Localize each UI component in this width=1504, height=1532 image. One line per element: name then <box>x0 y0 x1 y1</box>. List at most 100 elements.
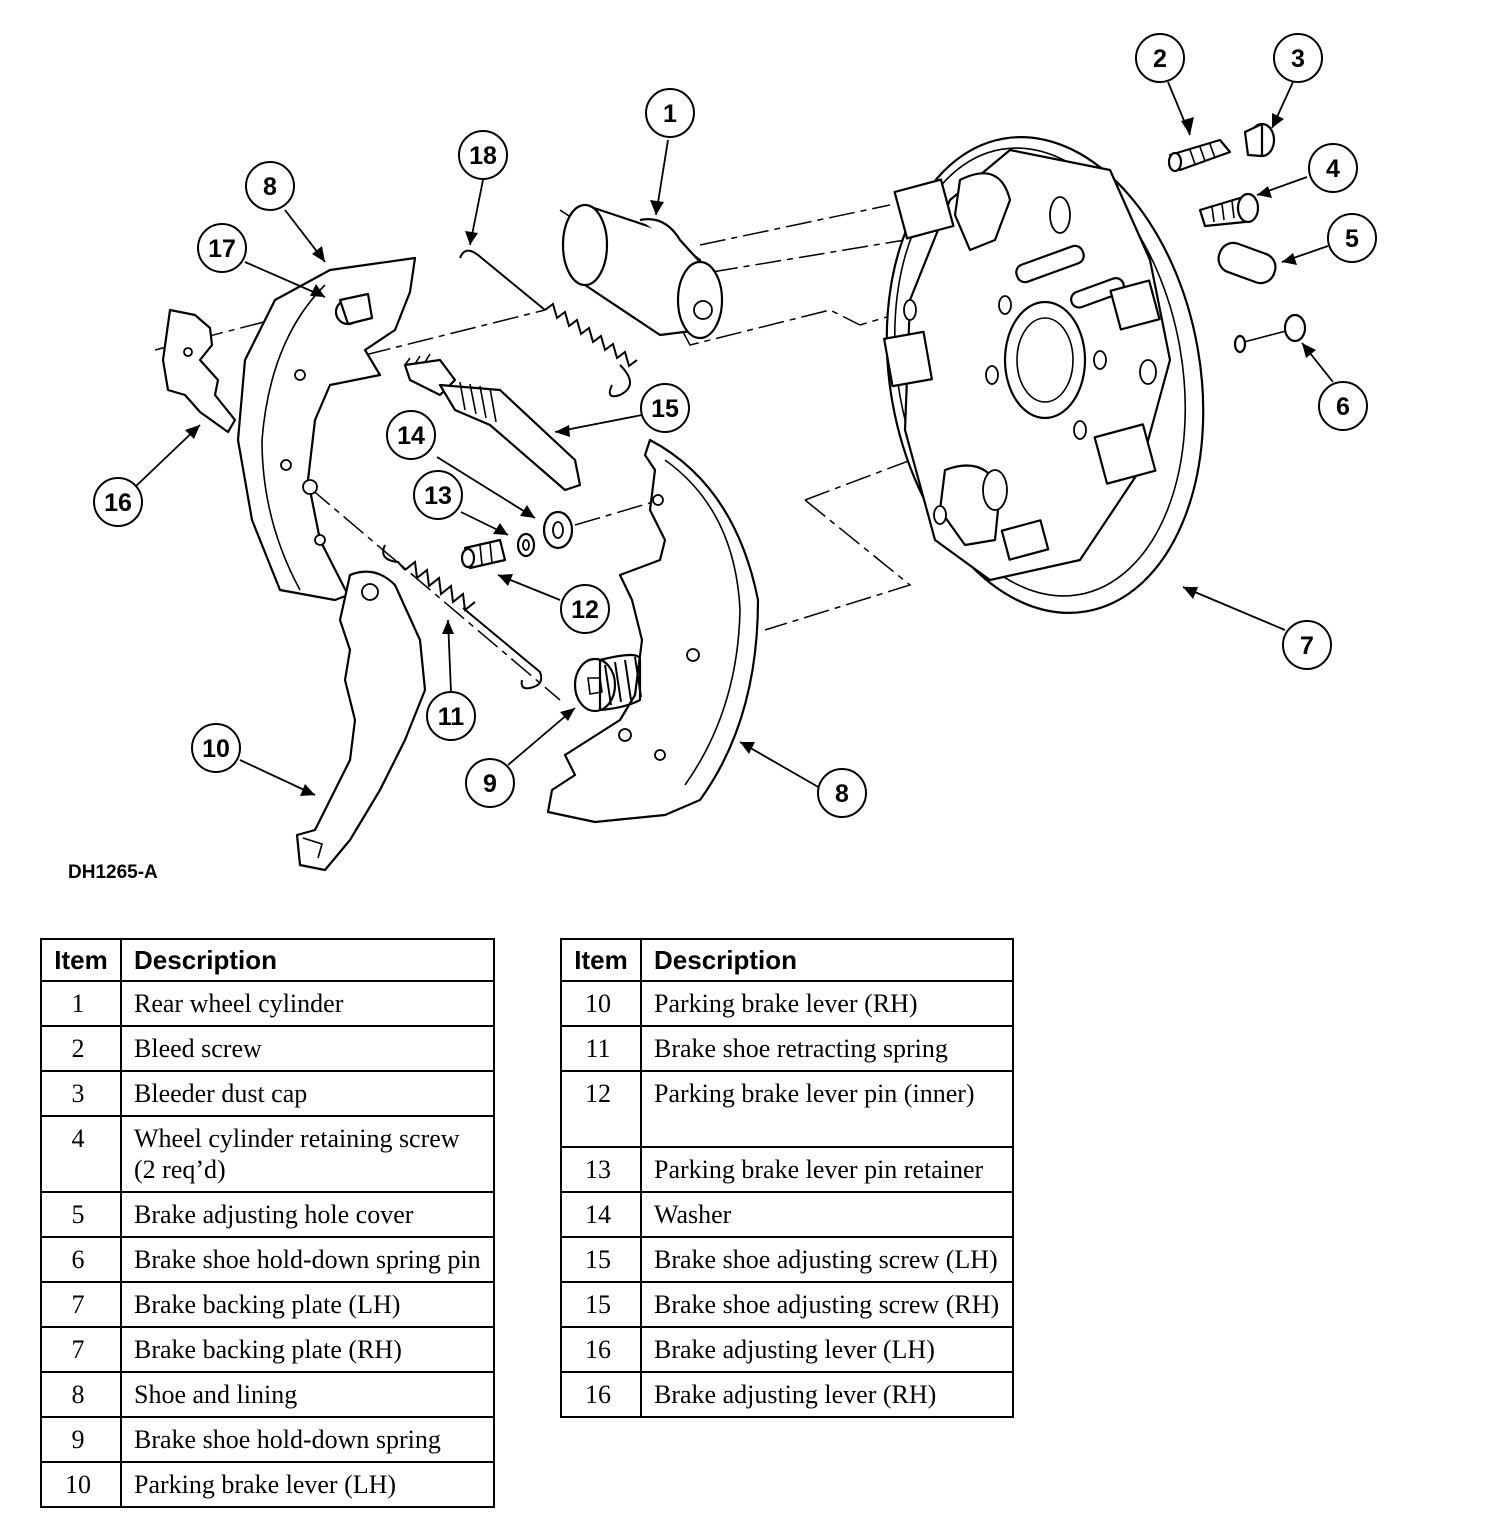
figure-code: DH1265-A <box>68 862 158 883</box>
item-number: 1 <box>40 980 122 1027</box>
item-description: Bleed screw <box>120 1025 495 1072</box>
item-description: Brake shoe hold-down spring <box>120 1416 495 1463</box>
item-number: 2 <box>40 1025 122 1072</box>
callout-8-left-shoe: 8 <box>245 161 295 211</box>
callout-5-label: 5 <box>1345 225 1359 253</box>
retracting-spring <box>382 544 543 690</box>
callout-15: 15 <box>640 383 690 433</box>
item-description: Brake adjusting lever (LH) <box>640 1326 1014 1373</box>
right-shoe <box>546 438 760 824</box>
callout-4: 4 <box>1308 143 1358 193</box>
adjusting-screw <box>403 353 582 492</box>
item-description: Parking brake lever pin (inner) <box>640 1070 1014 1148</box>
callout-8b-label: 8 <box>835 780 849 808</box>
callout-17-label: 17 <box>208 235 236 263</box>
item-column-header: Item <box>40 938 122 982</box>
bleed-screw <box>1167 138 1232 173</box>
item-number: 3 <box>40 1070 122 1117</box>
exploded-brake-diagram: 1 2 3 4 5 6 7 8 8 9 10 11 12 13 14 15 16… <box>93 33 1377 872</box>
callout-9-label: 9 <box>483 770 497 798</box>
item-number: 15 <box>560 1236 642 1283</box>
pin-17 <box>334 292 374 326</box>
callout-8a-label: 8 <box>263 173 277 201</box>
item-number: 11 <box>560 1025 642 1072</box>
item-description: Parking brake lever (RH) <box>640 980 1014 1027</box>
leader-arrowheads <box>185 113 1316 796</box>
item-number: 9 <box>40 1416 122 1463</box>
item-number: 4 <box>40 1115 122 1193</box>
adjusting-hole-cover <box>1217 241 1277 285</box>
description-column-header: Description <box>120 938 495 982</box>
description-column-header: Description <box>640 938 1014 982</box>
washer <box>542 510 574 550</box>
callout-2-label: 2 <box>1153 45 1167 73</box>
callout-12: 12 <box>560 584 610 634</box>
item-number: 12 <box>560 1070 642 1148</box>
callout-1: 1 <box>645 88 695 138</box>
item-description: Parking brake lever (LH) <box>120 1461 495 1508</box>
callout-4-label: 4 <box>1326 155 1340 183</box>
item-number: 16 <box>560 1371 642 1418</box>
callout-18-label: 18 <box>469 142 497 170</box>
item-description: Brake backing plate (LH) <box>120 1281 495 1328</box>
callout-11-label: 11 <box>438 703 465 731</box>
hold-down-pin <box>1233 313 1307 354</box>
item-number: 16 <box>560 1326 642 1373</box>
backing-plate <box>883 136 1205 614</box>
callout-14: 14 <box>386 410 436 460</box>
callout-13-label: 13 <box>424 482 452 510</box>
callout-18: 18 <box>458 130 508 180</box>
callout-7: 7 <box>1282 620 1332 670</box>
item-description: Shoe and lining <box>120 1371 495 1418</box>
item-number: 8 <box>40 1371 122 1418</box>
callout-6: 6 <box>1318 381 1368 431</box>
callout-3-label: 3 <box>1291 45 1305 73</box>
callout-8-right-shoe: 8 <box>817 768 867 818</box>
item-number: 10 <box>560 980 642 1027</box>
item-description: Brake shoe adjusting screw (RH) <box>640 1281 1014 1328</box>
callout-11: 11 <box>426 691 476 741</box>
item-description: Brake shoe adjusting screw (LH) <box>640 1236 1014 1283</box>
item-description: Parking brake lever pin retainer <box>640 1146 1014 1193</box>
adjuster-spring <box>459 249 638 398</box>
callout-5: 5 <box>1327 213 1377 263</box>
item-description: Rear wheel cylinder <box>120 980 495 1027</box>
callout-7-label: 7 <box>1300 632 1314 660</box>
item-description: Brake shoe retracting spring <box>640 1025 1014 1072</box>
item-description: Brake shoe hold-down spring pin <box>120 1236 495 1283</box>
callout-6-label: 6 <box>1336 393 1350 421</box>
item-number: 15 <box>560 1281 642 1328</box>
legend-header-row: Item Description <box>560 938 1014 982</box>
legend-header-row: Item Description <box>40 938 495 982</box>
callout-10: 10 <box>191 723 241 773</box>
callout-13: 13 <box>413 470 463 520</box>
callout-16: 16 <box>93 477 143 527</box>
item-description: Brake adjusting hole cover <box>120 1191 495 1238</box>
item-number: 5 <box>40 1191 122 1238</box>
callout-12-label: 12 <box>571 596 599 624</box>
item-number: 6 <box>40 1236 122 1283</box>
wheel-cylinder <box>561 203 724 340</box>
callout-3: 3 <box>1273 33 1323 83</box>
lever-pin <box>460 538 507 570</box>
item-description: Brake adjusting lever (RH) <box>640 1371 1014 1418</box>
item-number: 7 <box>40 1326 122 1373</box>
item-column-header: Item <box>560 938 642 982</box>
